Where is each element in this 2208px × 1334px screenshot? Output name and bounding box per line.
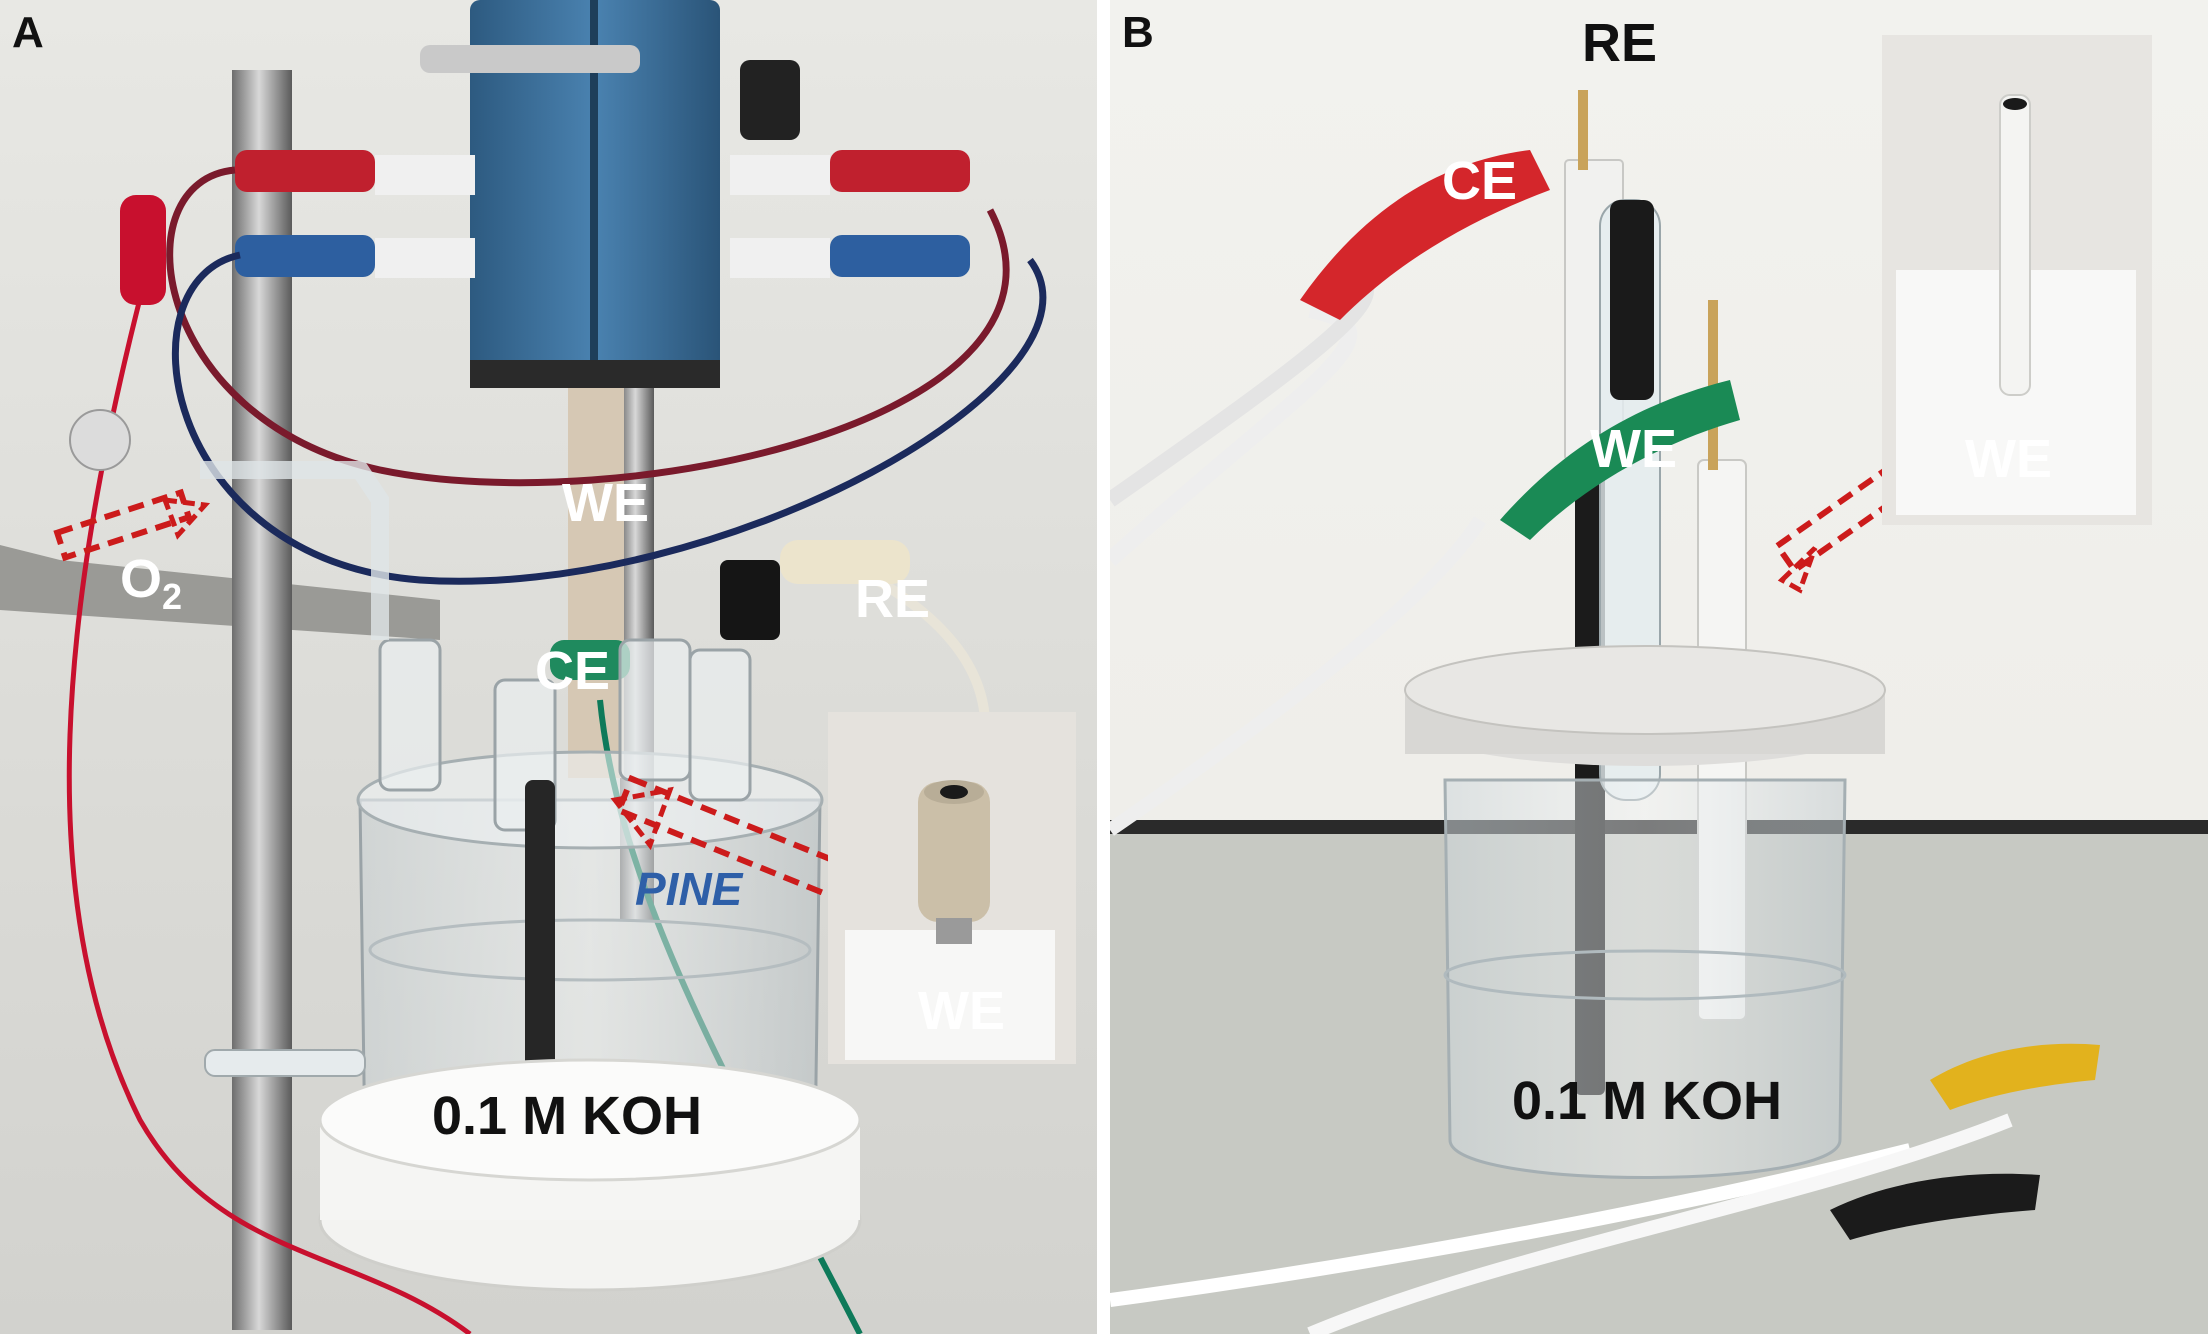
panel-a-photo: PINE bbox=[0, 0, 1097, 1334]
label-electrolyte: 0.1 M KOH bbox=[1512, 1071, 1783, 1131]
panel-a: PINE A WE O2 RE CE WE bbox=[0, 0, 1097, 1334]
label-we: WE bbox=[1590, 419, 1677, 479]
label-ce: CE bbox=[1442, 151, 1518, 211]
svg-text:PINE: PINE bbox=[635, 863, 744, 915]
label-o2: O2 bbox=[120, 548, 182, 618]
label-we-top: WE bbox=[562, 473, 649, 533]
label-ce: CE bbox=[535, 641, 611, 701]
panel-letter-b: B bbox=[1122, 8, 1154, 57]
panel-letter-a: A bbox=[12, 8, 44, 57]
label-re: RE bbox=[855, 569, 931, 629]
label-electrolyte: 0.1 M KOH bbox=[432, 1086, 703, 1146]
panel-b-inset bbox=[1882, 35, 2152, 525]
label-o2-subscript: 2 bbox=[162, 575, 183, 617]
panel-b-photo bbox=[1110, 0, 2208, 1334]
label-re: RE bbox=[1582, 13, 1658, 73]
label-o2-text: O bbox=[120, 549, 163, 609]
panel-a-inset bbox=[828, 712, 1076, 1064]
dashed-arrow-working-electrode bbox=[610, 774, 896, 920]
dashed-arrow-gas-inlet bbox=[53, 488, 211, 562]
panel-b: B RE CE WE WE 0.1 M KOH bbox=[1110, 0, 2208, 1334]
label-we-inset: WE bbox=[1965, 429, 2052, 489]
label-we-inset: WE bbox=[918, 981, 1005, 1041]
